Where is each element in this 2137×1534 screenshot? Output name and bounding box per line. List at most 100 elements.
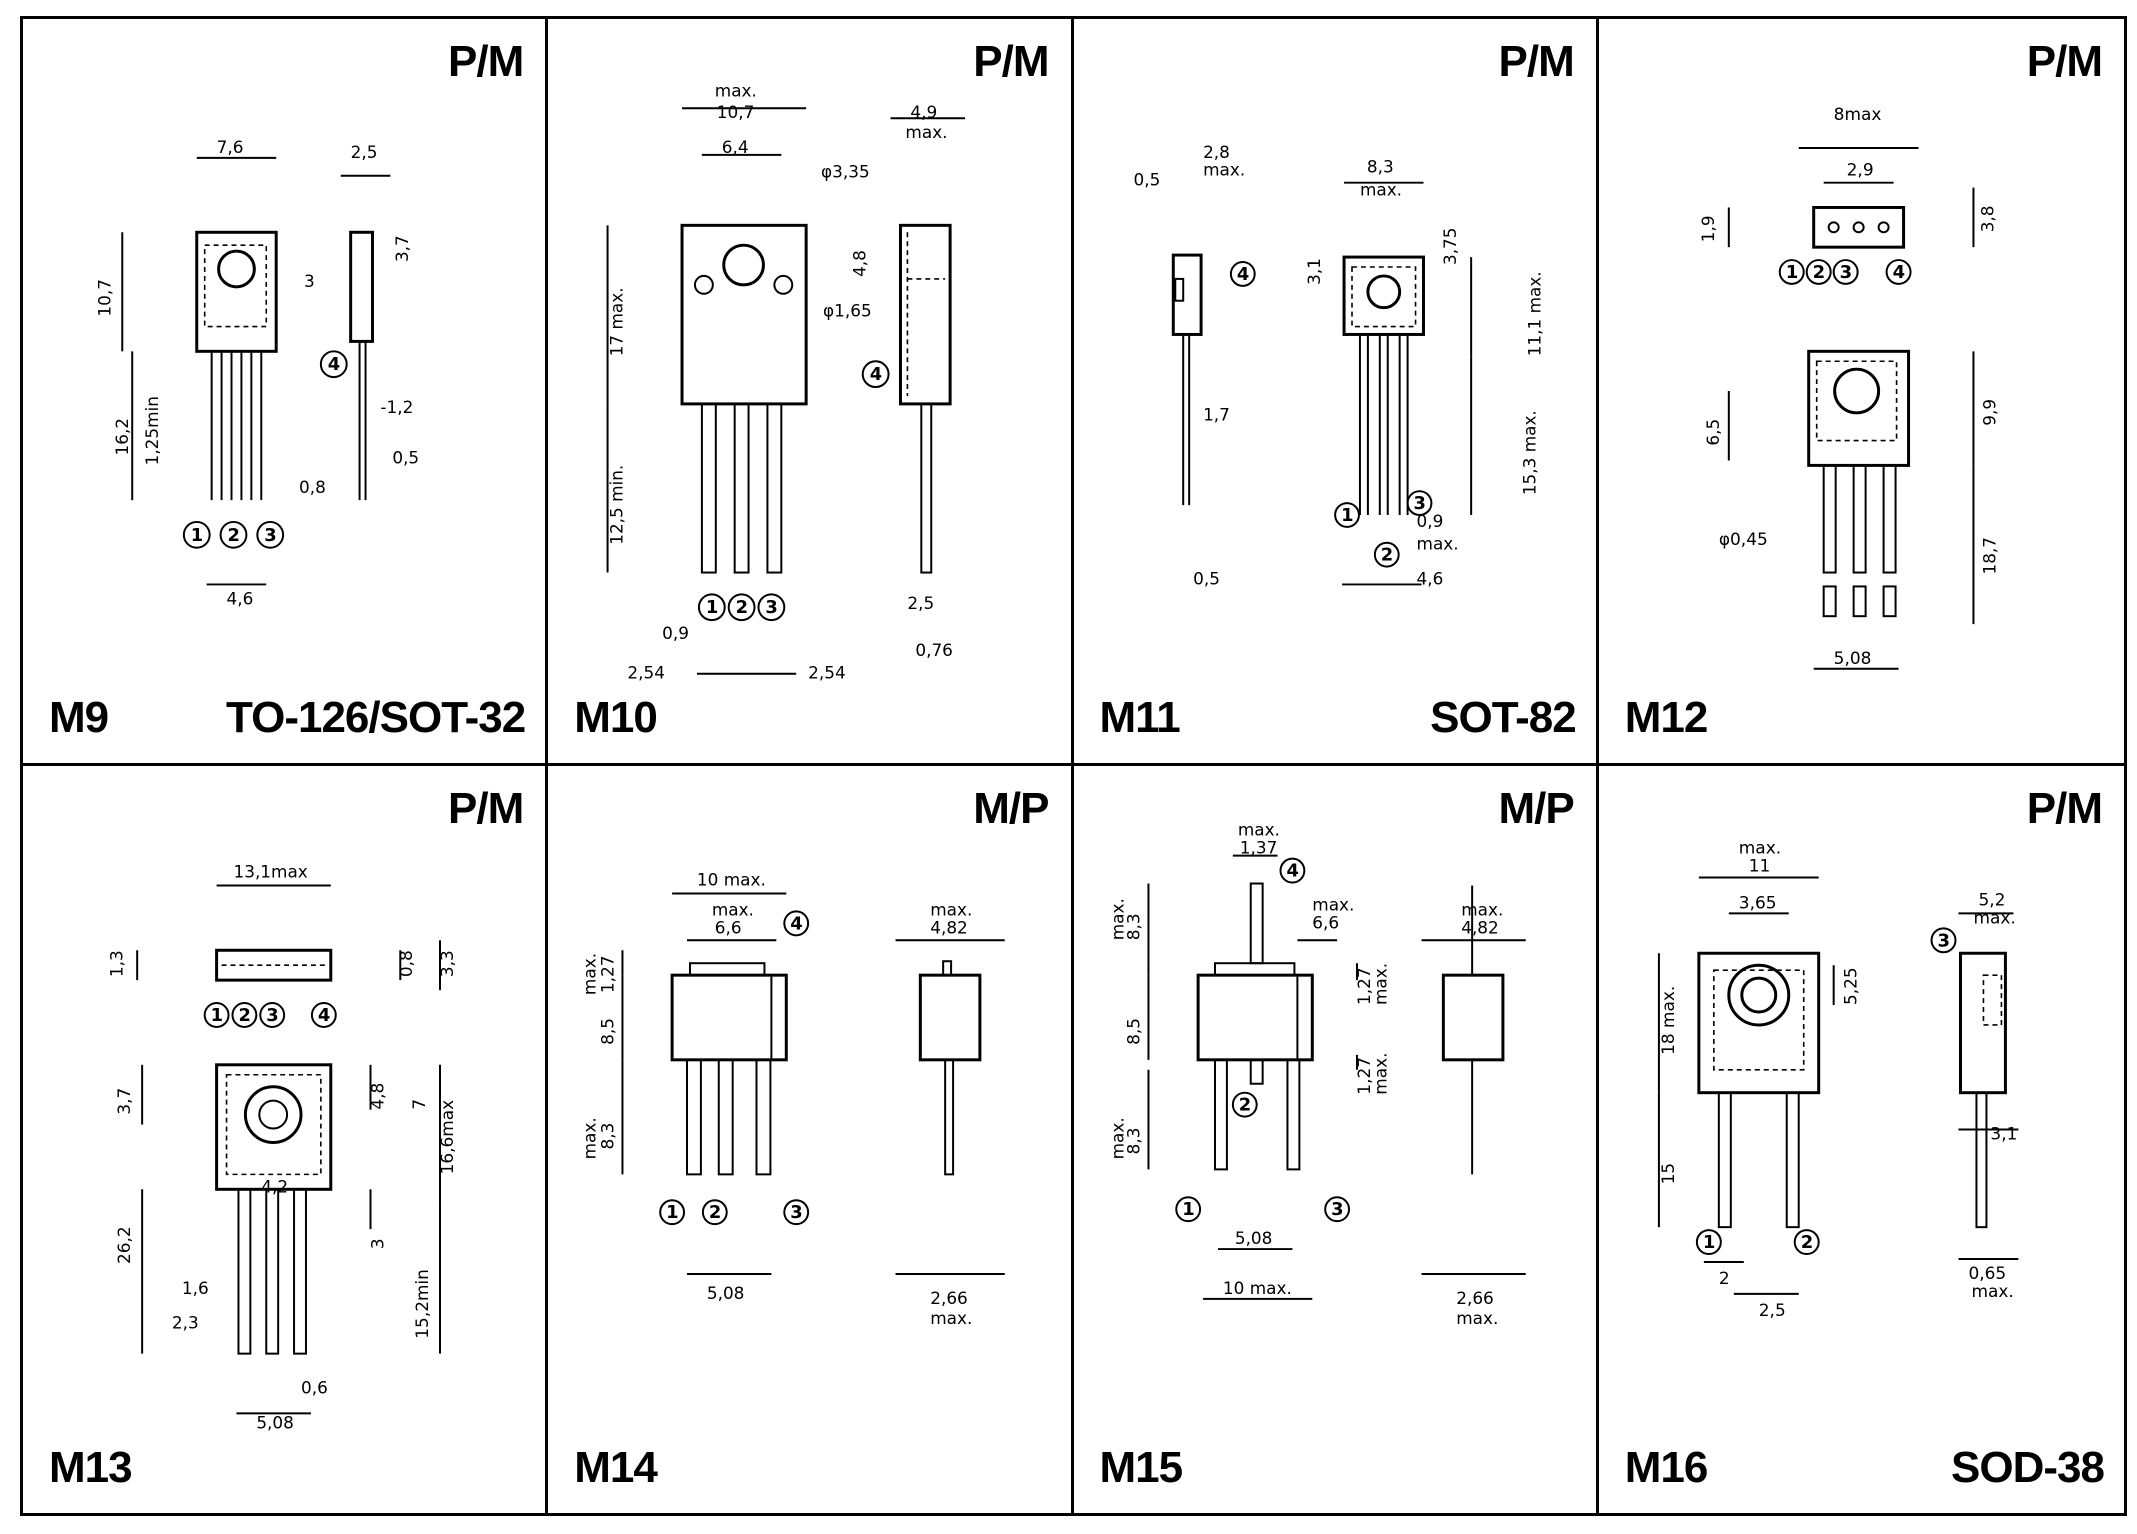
m9-dim-7: -1,2 [380,397,413,417]
m12-dim-2: 1,9 [1698,215,1718,242]
m13-dim-3: 3,3 [437,950,457,977]
m14-pin-2: 2 [709,1202,721,1223]
m14-dim-6: 1,27 [598,955,618,993]
m12-dim-0: 8max [1833,104,1881,124]
m9-pin-2: 2 [228,525,240,546]
m9-package: TO-126/SOT-32 [226,693,526,742]
m12-code: P/M [2026,37,2103,86]
m11-pin-1: 1 [1341,505,1353,526]
m10-dim-12: 2,54 [808,663,846,683]
m15-dim-8: 8,5 [1123,1018,1143,1045]
m12-dim-6: φ0,45 [1719,529,1768,549]
m10-code: P/M [973,37,1049,86]
datasheet-frame: 7,6 2,5 3,7 10,7 3 16,2 1,25min -1,2 0,5… [20,16,2127,1516]
m15-pin-3: 3 [1331,1199,1343,1220]
panel-m14: 10 max. max. 6,6 max. 4,82 max. 1,27 8,5… [548,766,1074,1513]
m13-dim-14: 0,6 [301,1377,328,1397]
m9-dim-4: 3 [304,271,315,291]
m13-code: P/M [448,784,524,833]
m13-dim-6: 7 [409,1099,429,1110]
m12-dim-8: 5,08 [1833,648,1871,668]
m9-dim-10: 4,6 [227,588,254,608]
m14-pin-1: 1 [666,1202,678,1223]
m10-dim-8: 17 max. [607,287,627,356]
m15-dim-15: 5,08 [1234,1228,1272,1248]
m14-dim-8: max. [580,1117,600,1159]
panel-m12: 8max 2,9 1,9 3,8 6,5 9,9 φ0,45 18,7 5,08… [1598,19,2124,766]
m13-dim-8: 4,2 [261,1176,288,1196]
m11-dim-0: 2,8 [1203,142,1230,162]
m10-dim-7: φ1,65 [823,301,872,321]
m13-pin-3: 3 [266,1005,278,1026]
m12-pin-1: 1 [1785,262,1798,283]
m14-model: M14 [574,1443,658,1492]
m13-dim-1: 1,3 [106,950,126,977]
m12-pin-3: 3 [1839,262,1852,283]
m9-dim-5: 16,2 [112,418,132,456]
m15-dim-10: max. [1370,963,1390,1005]
m9-dim-9: 0,8 [299,477,326,497]
m15-dim-1: 1,37 [1239,838,1277,858]
m11-outline-drawing: 2,8 max. 0,5 8,3 max. 3,1 3,75 11,1 max.… [1133,142,1544,589]
m10-dim-0: max. [715,80,757,100]
m9-pin-3: 3 [264,525,276,546]
m14-pin-3: 3 [791,1202,803,1223]
panel-m9: 7,6 2,5 3,7 10,7 3 16,2 1,25min -1,2 0,5… [23,19,549,766]
panel-m11: 2,8 max. 0,5 8,3 max. 3,1 3,75 11,1 max.… [1073,19,1599,766]
m9-dim-8: 0,5 [392,447,419,467]
m15-dim-13: max. [1107,1117,1127,1159]
m16-dim-0: max. [1739,838,1781,858]
m12-dim-1: 2,9 [1846,160,1873,180]
m15-dim-17: 2,66 [1456,1288,1494,1308]
m15-dim-11: 1,27 [1353,1057,1373,1095]
m16-pin-2: 2 [1800,1232,1813,1253]
m10-dim-5: φ3,35 [821,162,870,182]
m10-pin-2: 2 [736,597,748,618]
m10-dim-2: 6,4 [722,137,749,157]
m15-pin-2: 2 [1238,1095,1250,1116]
m13-model: M13 [49,1443,133,1492]
m11-package: SOT-82 [1430,693,1577,742]
m10-dim-6: 4,8 [850,250,870,277]
m10-pin-3: 3 [766,597,778,618]
m11-pin-3: 3 [1413,493,1425,514]
m13-dim-0: 13,1max [233,862,307,882]
m15-dim-6: max. [1461,899,1503,919]
m11-dim-7: 11,1 max. [1524,271,1544,356]
m13-outline-drawing: 13,1max 1,3 0,8 3,3 3,7 4,8 7 16,6max 4,… [106,862,457,1433]
m11-dim-12: 0,5 [1193,568,1220,588]
m14-dim-1: max. [712,899,754,919]
m13-pin-1: 1 [211,1005,223,1026]
m15-dim-9: 1,27 [1353,967,1373,1005]
m11-dim-2: 0,5 [1133,170,1160,190]
m14-dim-4: 4,82 [931,917,969,937]
m9-dim-3: 10,7 [94,279,114,317]
package-grid: 7,6 2,5 3,7 10,7 3 16,2 1,25min -1,2 0,5… [23,19,2124,1513]
m16-pin-3: 3 [1937,930,1950,951]
m11-pin-4: 4 [1236,264,1248,285]
m9-dim-1: 2,5 [351,142,378,162]
m9-dim-2: 3,7 [392,235,412,262]
m10-dim-11: 2,54 [628,663,666,683]
m14-outline-drawing: 10 max. max. 6,6 max. 4,82 max. 1,27 8,5… [580,869,1005,1328]
m14-dim-2: 6,6 [715,917,742,937]
m11-dim-11: max. [1416,534,1458,554]
m12-pin-2: 2 [1812,262,1825,283]
m11-pin-2: 2 [1380,545,1392,566]
m9-model: M9 [49,693,109,742]
m16-dim-8: 15 [1658,1163,1678,1185]
m11-dim-6: 3,75 [1440,227,1460,265]
m12-dim-3: 3,8 [1977,205,1997,232]
m9-pin-4: 4 [328,354,340,375]
m14-dim-10: 5,08 [707,1283,745,1303]
m16-dim-12: max. [1971,1281,2013,1301]
m10-dim-13: 2,5 [908,593,935,613]
m10-pin-1: 1 [706,597,718,618]
m11-dim-1: max. [1203,160,1245,180]
m13-dim-13: 2,3 [172,1313,199,1333]
m10-dim-3: 4,9 [911,102,938,122]
m14-pin-4: 4 [791,913,803,934]
m13-dim-4: 3,7 [114,1088,134,1115]
m11-dim-3: 8,3 [1366,157,1393,177]
m13-dim-12: 15,2min [412,1269,432,1339]
